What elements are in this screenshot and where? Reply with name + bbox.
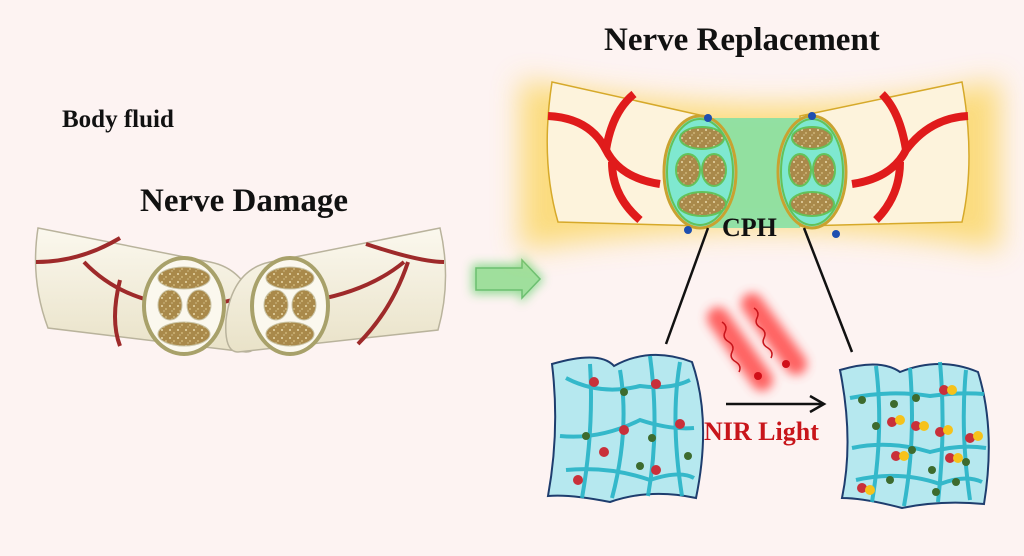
body-fluid-label: Body fluid bbox=[62, 106, 174, 133]
repaired-nerve bbox=[520, 80, 1000, 250]
connector-line-left bbox=[664, 227, 710, 345]
nerve-damage-title: Nerve Damage bbox=[140, 183, 348, 219]
nir-light-label: NIR Light bbox=[704, 417, 819, 446]
particles bbox=[857, 385, 983, 496]
hydrogel-network-before bbox=[546, 353, 705, 504]
transition-arrow bbox=[472, 254, 544, 304]
connector-line-right bbox=[802, 227, 854, 353]
cph-label: CPH bbox=[722, 213, 777, 242]
cph-coated-section-right bbox=[776, 114, 848, 230]
nerve-replacement-title: Nerve Replacement bbox=[604, 22, 880, 58]
reaction-arrow bbox=[726, 394, 827, 414]
blood-vessel-healthy bbox=[547, 90, 969, 224]
cph-coated-section-left bbox=[662, 114, 738, 230]
damaged-nerve-left bbox=[34, 227, 260, 356]
anchor-dots bbox=[684, 112, 840, 238]
nir-light-icon bbox=[707, 293, 807, 391]
hydrogel-network-after bbox=[838, 361, 990, 510]
damaged-nerve-right bbox=[225, 227, 447, 356]
particles bbox=[573, 377, 692, 485]
